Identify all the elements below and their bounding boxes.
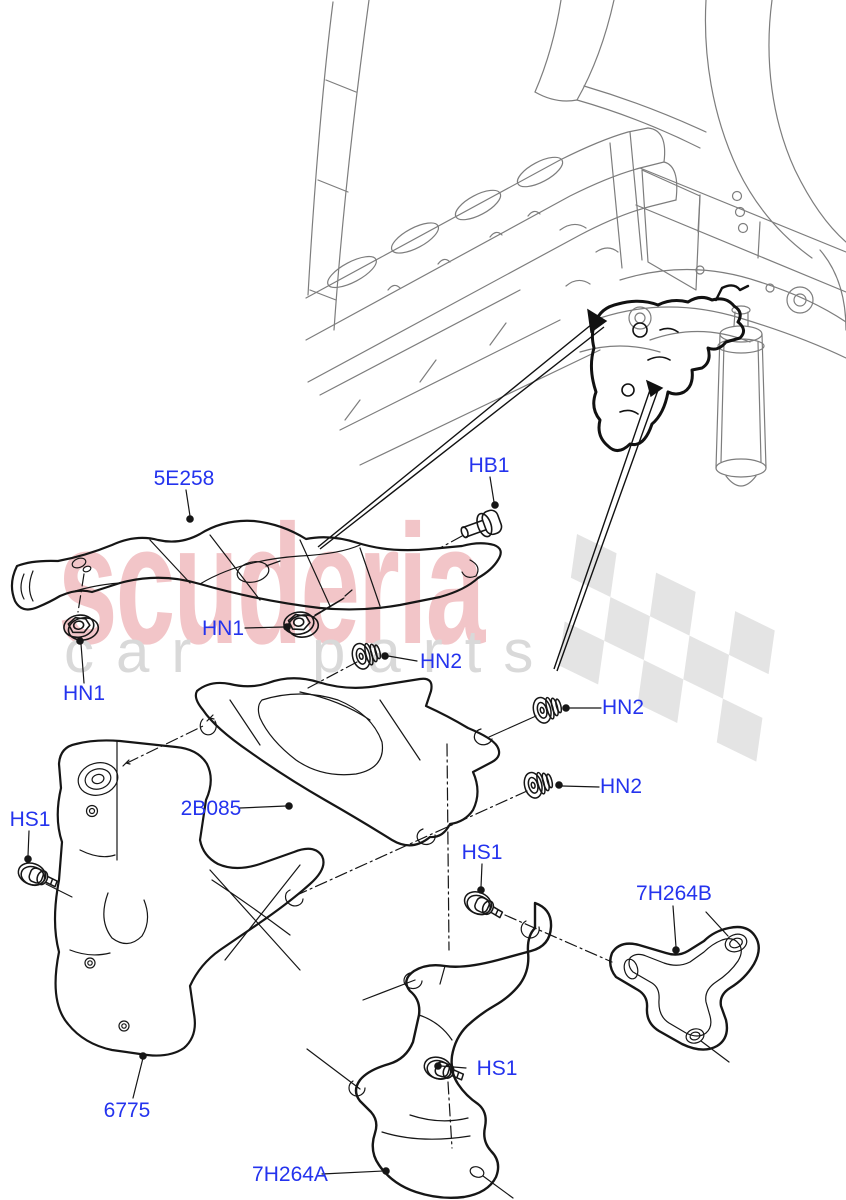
fastener-hs1-bottom: [423, 1056, 465, 1081]
assembly-solid-lines: [45, 598, 537, 898]
part-label-7h264b: 7H264B: [636, 882, 712, 905]
watermark-tagline: car parts: [64, 618, 556, 685]
part-label-hn2-2: HN2: [601, 696, 645, 719]
part-label-hb1: HB1: [468, 454, 510, 477]
fastener-hn2-2: [532, 696, 563, 724]
part-label-hs1-left: HS1: [9, 808, 51, 831]
part-7h264a-bracket: [306, 901, 553, 1200]
fastener-hs1-middle: [463, 891, 504, 919]
part-label-7h264a: 7H264A: [252, 1163, 328, 1186]
chassis-illustration: [305, 0, 846, 487]
part-label-hs1-middle: HS1: [461, 841, 503, 864]
part-6775-heat-shield: [53, 739, 325, 1057]
part-label-2b085: 2B085: [180, 797, 242, 820]
fastener-hn1-left: [63, 614, 100, 641]
part-2b085-heat-shield: [194, 677, 501, 847]
installed-bracket-highlight: [589, 284, 750, 452]
fastener-hb1-bolt: [460, 509, 503, 539]
checkered-flag-watermark: [558, 534, 775, 762]
part-label-6775: 6775: [103, 1099, 151, 1122]
part-label-hn1-left: HN1: [62, 682, 106, 705]
fastener-hn2-3: [523, 771, 554, 799]
watermark-brand: scuderia: [58, 490, 485, 680]
part-label-hn2-3: HN2: [599, 775, 643, 798]
part-5e258-heat-shield: [10, 519, 502, 616]
assembly-axis-lines: [77, 535, 613, 1149]
part-label-hs1-bottom: HS1: [476, 1057, 518, 1080]
fastener-hs1-left: [17, 862, 58, 888]
part-label-5e258: 5E258: [153, 467, 215, 490]
fastener-hn2-1: [351, 642, 382, 670]
callout-wedge-lines: [317, 308, 664, 672]
part-7h264b-bracket: [609, 911, 760, 1063]
label-leader-lines: [24, 476, 680, 1175]
part-label-hn1-upper: HN1: [201, 617, 245, 640]
part-label-hn2-1: HN2: [419, 650, 463, 673]
